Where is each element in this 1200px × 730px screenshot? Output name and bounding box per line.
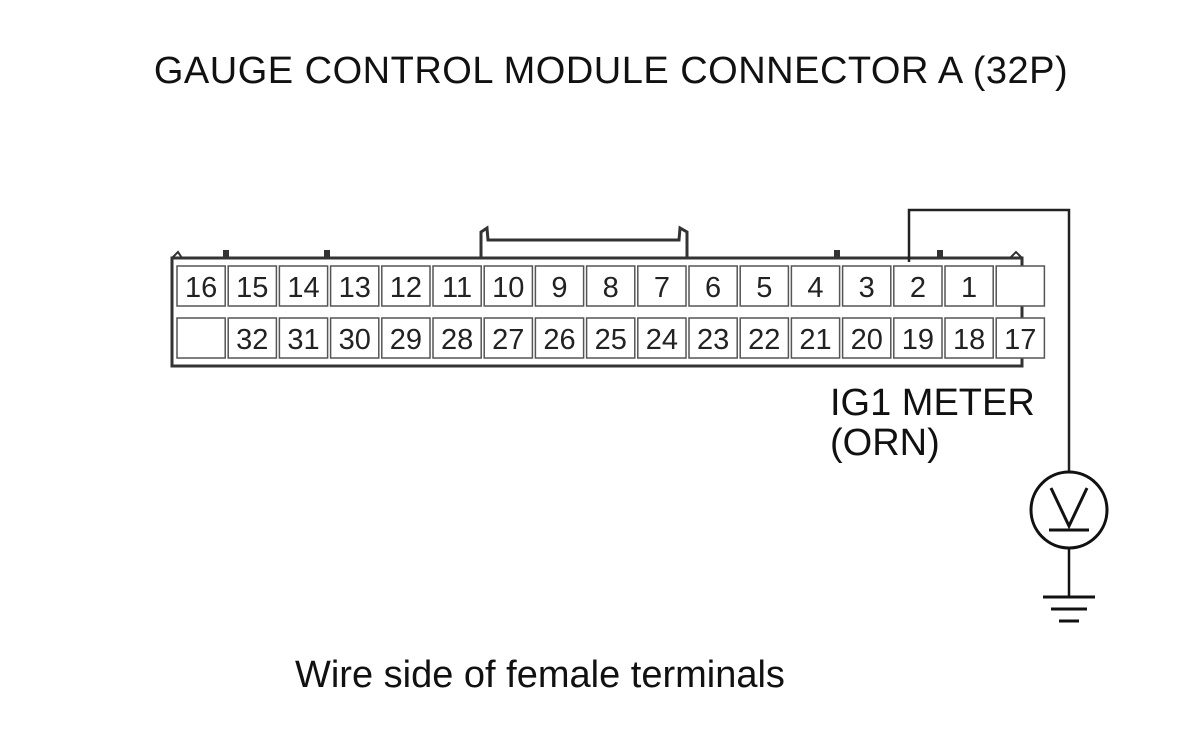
ground-icon: [1043, 548, 1095, 623]
terminal-number: 11: [442, 272, 472, 304]
terminal-cell-5: [739, 265, 790, 307]
corner-notch: [1009, 250, 1023, 259]
terminal-cell-10: [483, 265, 534, 307]
wire-name: IG1 METER: [830, 382, 1035, 424]
terminal-cell-6: [688, 265, 738, 307]
diagram-caption: Wire side of female terminals: [295, 654, 785, 696]
terminal-cell-12: [381, 265, 431, 307]
terminal-cell-21: [790, 317, 841, 359]
terminal-cell-9: [534, 265, 585, 307]
terminal-number: 19: [902, 324, 934, 356]
terminal-number: 17: [1004, 324, 1036, 356]
terminal-number: 3: [859, 272, 875, 304]
terminal-number: 31: [287, 324, 319, 356]
terminal-number: 32: [236, 324, 268, 356]
terminal-number: 1: [961, 272, 977, 304]
terminal-number: 26: [543, 324, 575, 356]
terminal-number: 7: [654, 272, 670, 304]
terminal-cell-2: [893, 265, 943, 307]
terminal-cell-16: [176, 265, 226, 307]
terminal-cell-blank: [995, 265, 1046, 307]
key-nub: [324, 250, 330, 258]
terminal-number: 20: [851, 324, 883, 356]
terminal-number: 22: [748, 324, 780, 356]
terminal-cell-27: [483, 317, 534, 359]
key-nub: [223, 250, 229, 258]
terminal-number: 24: [646, 324, 678, 356]
key-nub: [834, 250, 840, 258]
terminal-number: 9: [551, 272, 567, 304]
terminal-cell-31: [278, 317, 329, 359]
terminal-cell-15: [227, 265, 278, 307]
terminal-number: 27: [492, 324, 524, 356]
wire-color-code: (ORN): [830, 422, 940, 464]
terminal-number: 13: [339, 272, 371, 304]
lock-tab: [479, 225, 689, 258]
terminal-cell-29: [381, 317, 431, 359]
terminal-cell-1: [944, 265, 994, 307]
terminal-number: 12: [390, 272, 422, 304]
terminal-number: 6: [705, 272, 721, 304]
terminal-cell-11: [432, 265, 482, 307]
wire-label: IG1 METER (ORN): [830, 383, 1035, 463]
terminal-cell-22: [739, 317, 790, 359]
terminal-cell-18: [944, 317, 994, 359]
terminal-cell-3: [841, 265, 892, 307]
terminal-number: 16: [185, 272, 217, 304]
terminal-number: 28: [441, 324, 473, 356]
terminal-cell-blank: [176, 317, 226, 359]
key-nub: [937, 250, 943, 258]
terminal-cell-17: [995, 317, 1046, 359]
terminal-number: 21: [799, 324, 831, 356]
terminal-number: 15: [236, 272, 268, 304]
terminal-number: 18: [953, 324, 985, 356]
terminal-number: 10: [492, 272, 524, 304]
terminal-cell-19: [893, 317, 943, 359]
terminal-cell-4: [790, 265, 841, 307]
terminal-cell-30: [329, 317, 380, 359]
terminal-cell-8: [585, 265, 636, 307]
terminal-cell-14: [278, 265, 329, 307]
terminal-cell-24: [637, 317, 687, 359]
terminal-number: 4: [807, 272, 823, 304]
diagram-title: GAUGE CONTROL MODULE CONNECTOR A (32P): [153, 50, 1069, 92]
ig1-meter-wire: [907, 208, 1071, 472]
terminal-number: 25: [595, 324, 627, 356]
terminal-number: 14: [287, 272, 319, 304]
terminal-cell-23: [688, 317, 738, 359]
terminal-cell-13: [329, 265, 380, 307]
terminal-cell-25: [585, 317, 636, 359]
terminal-cell-7: [637, 265, 687, 307]
terminal-number: 2: [910, 272, 926, 304]
terminal-number: 5: [756, 272, 772, 304]
terminal-cell-28: [432, 317, 482, 359]
terminal-number: 29: [390, 324, 422, 356]
voltmeter-icon: [1029, 470, 1109, 550]
terminal-cell-20: [841, 317, 892, 359]
corner-notch: [171, 250, 183, 259]
terminal-cell-32: [227, 317, 278, 359]
terminal-number: 30: [339, 324, 371, 356]
terminal-number: 8: [603, 272, 619, 304]
terminal-number: 23: [697, 324, 729, 356]
terminal-cell-26: [534, 317, 585, 359]
